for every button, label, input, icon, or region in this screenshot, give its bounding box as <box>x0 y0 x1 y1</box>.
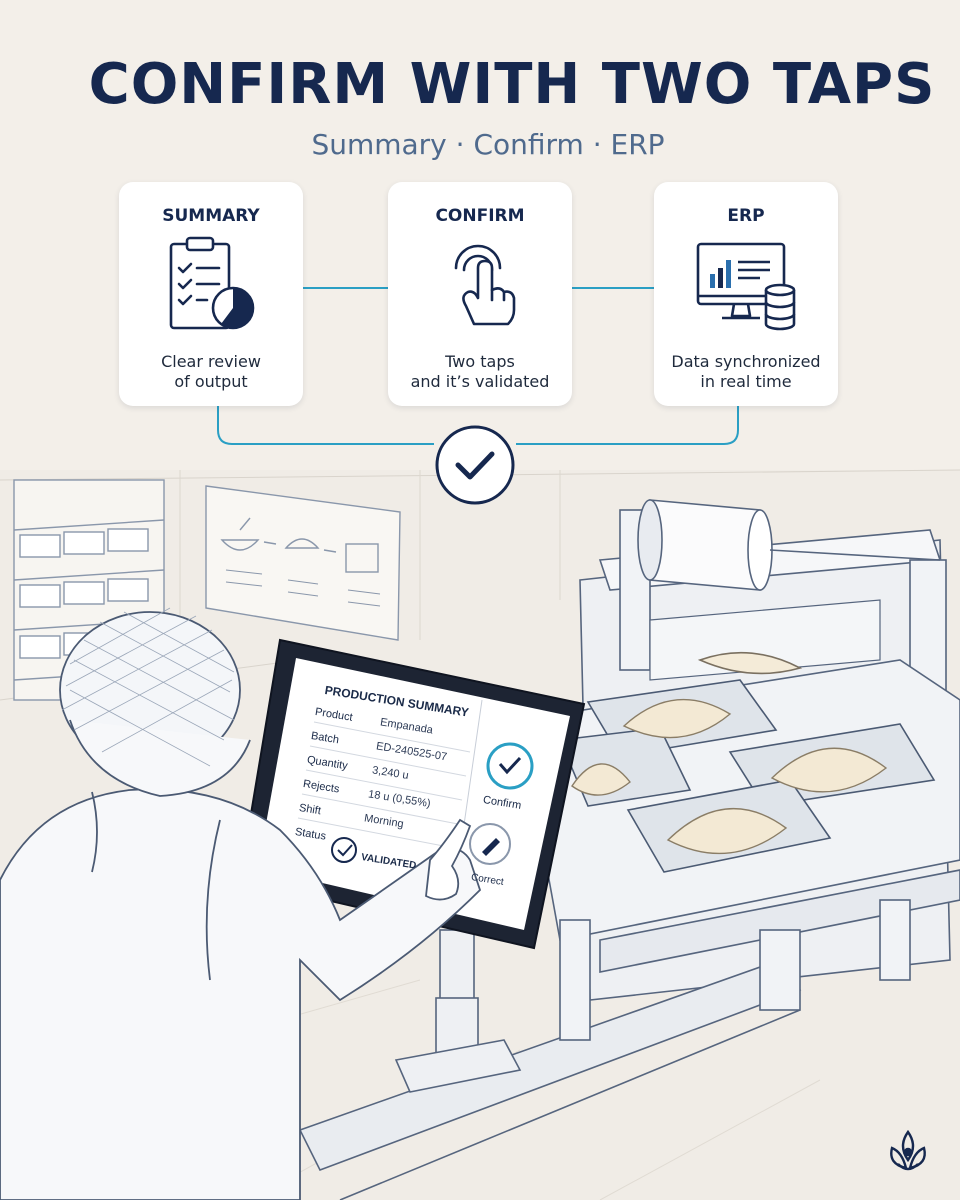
process-poster <box>205 485 401 641</box>
step-title: ERP <box>727 206 765 226</box>
page-title: CONFIRM WITH TWO TAPS <box>88 52 936 117</box>
clipboard-chart-icon <box>169 236 255 330</box>
flower-logo-icon <box>890 1129 926 1171</box>
step-description: Data synchronized in real time <box>671 352 821 391</box>
packaging-machine <box>298 499 960 1200</box>
worker-illustration <box>0 607 482 1200</box>
step-title: SUMMARY <box>162 206 260 226</box>
step-description: Two taps and it’s validated <box>410 352 550 391</box>
step-title: CONFIRM <box>435 206 525 226</box>
page-subtitle: Summary · Confirm · ERP <box>311 128 665 161</box>
flow-connectors <box>217 287 739 445</box>
check-circle-icon <box>435 425 515 505</box>
tablet <box>238 638 586 950</box>
step-description: Clear review of output <box>161 352 261 391</box>
step-card-confirm: CONFIRM Two taps and it’s validated <box>388 182 572 406</box>
monitor-database-icon <box>696 242 796 331</box>
tablet-row-label: Shift <box>298 802 322 818</box>
tap-hand-icon <box>454 244 516 326</box>
step-card-summary: SUMMARY Clear review of output <box>119 182 303 406</box>
step-card-erp: ERP Data synchronized in <box>654 182 838 406</box>
